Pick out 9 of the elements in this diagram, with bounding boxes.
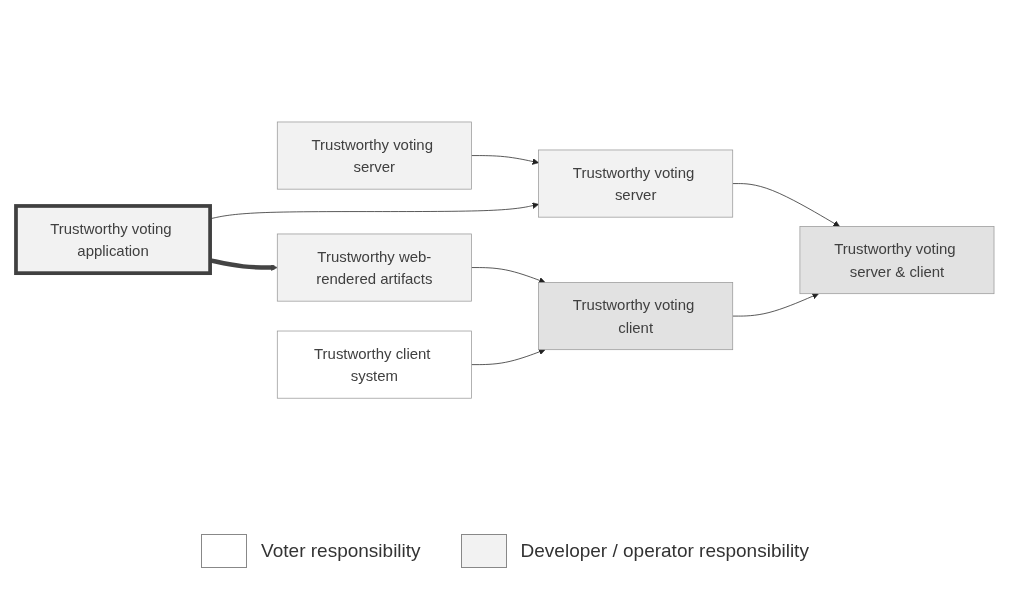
node-box: Trustworthy voting server & client (799, 226, 995, 294)
node-box: Trustworthy web-rendered artifacts (276, 233, 472, 302)
legend-text: Voter responsibility (261, 540, 421, 562)
node-box: Trustworthy voting server (276, 121, 472, 190)
node-box: Trustworthy client system (276, 330, 472, 399)
node-box: Trustworthy voting client (538, 282, 734, 350)
node-box: Trustworthy voting application (14, 204, 212, 275)
node-box: Trustworthy voting server (538, 149, 734, 218)
legend-text: Developer / operator responsibility (520, 540, 809, 562)
